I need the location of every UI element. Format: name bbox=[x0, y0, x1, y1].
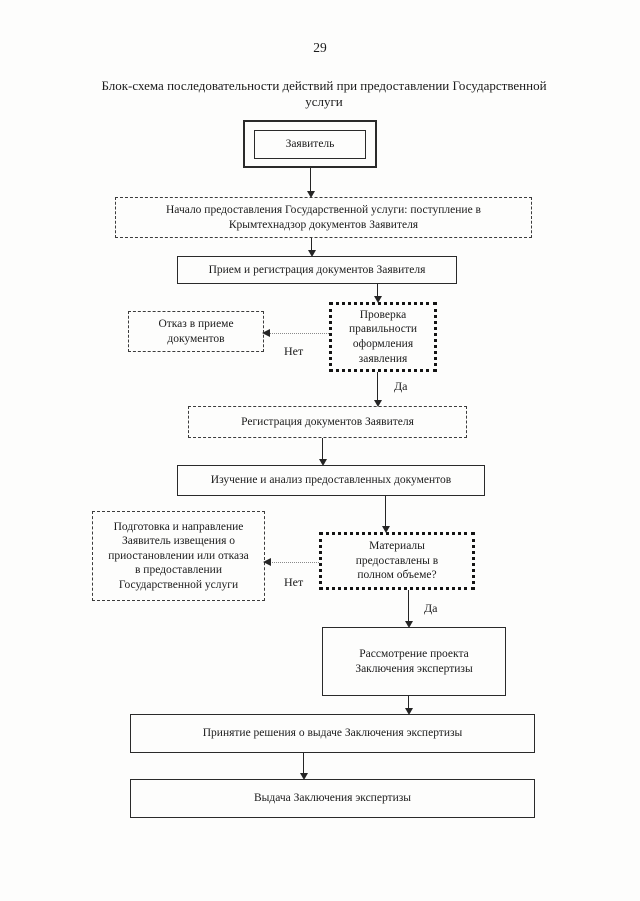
connector-review-decision bbox=[403, 696, 415, 715]
node-applicant-label: Заявитель bbox=[285, 137, 335, 150]
branch-label-no-1: Нет bbox=[284, 344, 304, 358]
node-decision: Принятие решения о выдаче Заключения экс… bbox=[130, 714, 535, 753]
node-applicant-inner: Заявитель bbox=[254, 129, 366, 159]
branch-label-no-2: Нет bbox=[284, 575, 304, 589]
connector-applicant-start bbox=[305, 168, 317, 198]
connector-reception-check bbox=[372, 284, 384, 303]
connector-check-registration bbox=[372, 372, 384, 407]
node-analysis: Изучение и анализ предоставленных докуме… bbox=[177, 465, 485, 496]
connector-check-refusal-no bbox=[262, 329, 329, 337]
branch-label-yes-1: Да bbox=[394, 379, 408, 393]
node-issue: Выдача Заключения экспертизы bbox=[130, 779, 535, 818]
connector-materials-review bbox=[403, 590, 415, 628]
node-applicant: Заявитель bbox=[243, 120, 377, 168]
node-materials-decision: Материалы предоставлены в полном объеме? bbox=[319, 532, 475, 590]
connector-analysis-materials bbox=[380, 496, 392, 533]
connector-start-reception bbox=[306, 238, 318, 257]
node-registration: Регистрация документов Заявителя bbox=[188, 406, 467, 438]
connector-materials-notice-no bbox=[263, 558, 319, 566]
node-reception: Прием и регистрация документов Заявителя bbox=[177, 256, 457, 284]
node-start: Начало предоставления Государственной ус… bbox=[115, 197, 532, 238]
node-refusal: Отказ в приеме документов bbox=[128, 311, 264, 352]
node-review: Рассмотрение проекта Заключения эксперти… bbox=[322, 627, 506, 696]
page-title: Блок-схема последовательности действий п… bbox=[101, 78, 547, 109]
node-notice: Подготовка и направление Заявитель извещ… bbox=[92, 511, 265, 601]
branch-label-yes-2: Да bbox=[424, 601, 438, 615]
connector-registration-analysis bbox=[317, 438, 329, 466]
node-check-decision: Проверка правильности оформления заявлен… bbox=[329, 302, 437, 372]
page-number: 29 bbox=[313, 40, 327, 55]
connector-decision-issue bbox=[298, 753, 310, 780]
